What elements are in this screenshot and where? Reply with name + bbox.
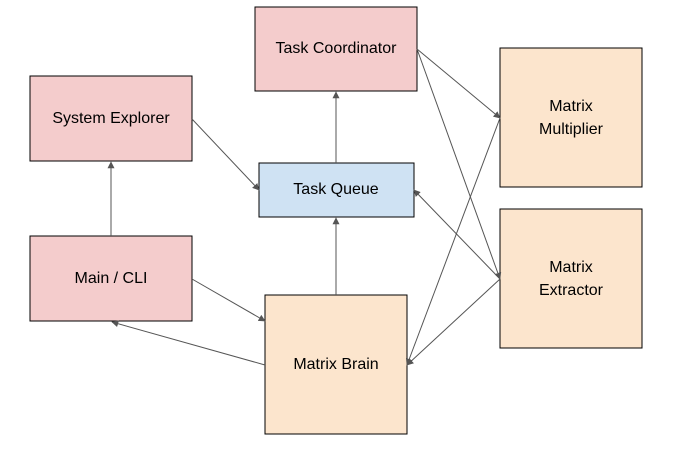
edge-matrix-extractor-to-matrix-brain [406, 278, 501, 366]
edge-matrix-extractor-to-task-queue [413, 189, 501, 280]
node-matrix-multiplier-label-line2: Multiplier [539, 121, 604, 138]
node-matrix-multiplier-label: Matrix [549, 98, 593, 115]
edge-matrix-brain-to-main-cli [111, 320, 266, 366]
node-matrix-extractor: Matrix Extractor [499, 208, 643, 349]
node-matrix-extractor-label: Matrix [549, 259, 593, 276]
node-main-cli-box [29, 235, 193, 322]
node-matrix-multiplier-box [499, 47, 643, 188]
node-matrix-extractor-label-line2: Extractor [539, 282, 604, 299]
node-task-queue-label: Task Queue [293, 181, 378, 198]
node-matrix-multiplier: Matrix Multiplier [499, 47, 643, 188]
node-system-explorer-box [29, 75, 193, 162]
node-matrix-brain-box [264, 294, 408, 435]
node-task-coordinator: Task Coordinator [254, 6, 418, 92]
edge-matrix-multiplier-to-matrix-brain [405, 117, 501, 366]
node-main-cli-label: Main / CLI [75, 270, 148, 287]
node-task-queue: Task Queue [258, 162, 415, 218]
node-task-coordinator-label: Task Coordinator [276, 40, 398, 57]
node-main-cli: Main / CLI [29, 235, 193, 322]
node-task-coordinator-box [254, 6, 418, 92]
node-matrix-brain: Matrix Brain [264, 294, 408, 435]
edge-system-explorer-to-task-queue [191, 118, 260, 191]
node-system-explorer: System Explorer [29, 75, 193, 162]
edges [107, 48, 502, 366]
edge-task-coordinator-to-matrix-extractor [416, 48, 502, 280]
edge-task-coordinator-to-matrix-multiplier [416, 48, 501, 119]
node-system-explorer-label: System Explorer [52, 110, 170, 127]
node-matrix-extractor-box [499, 208, 643, 349]
node-matrix-brain-label: Matrix Brain [293, 356, 378, 373]
edge-main-cli-to-matrix-brain [191, 278, 266, 322]
